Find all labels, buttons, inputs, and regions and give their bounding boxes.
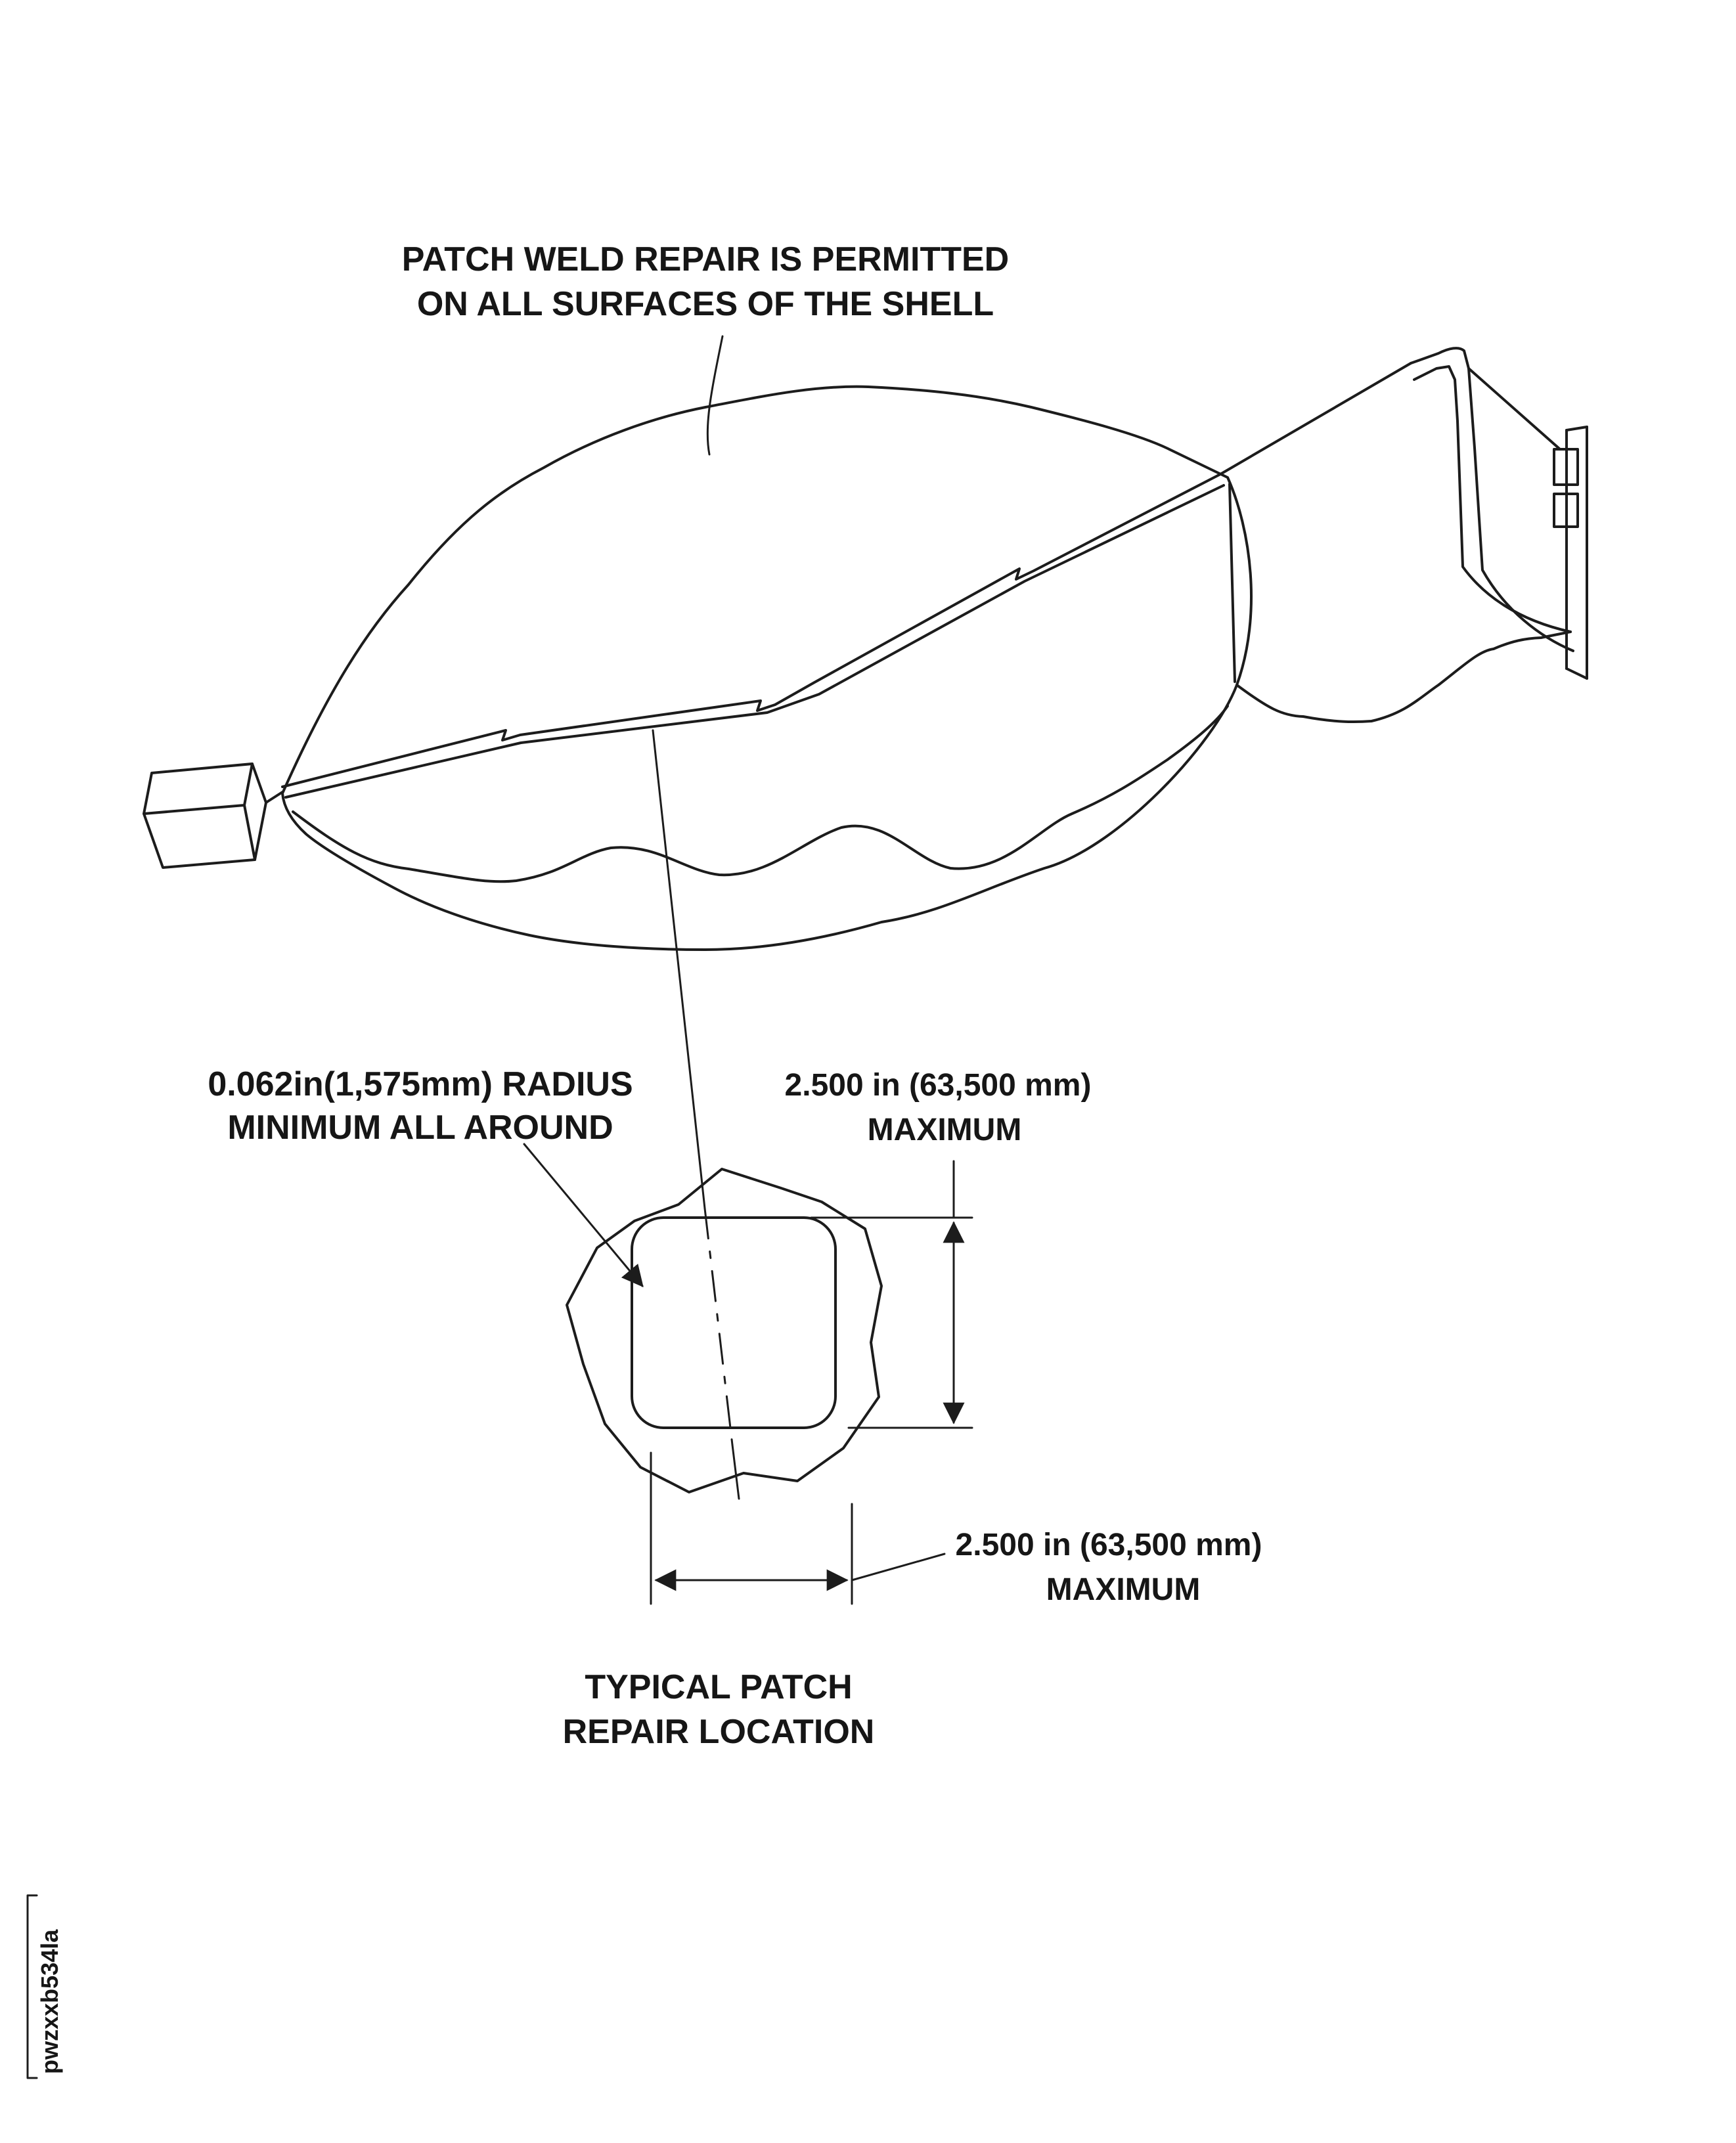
aft-flange-slot-1 — [1553, 448, 1579, 486]
shell-outline — [281, 385, 1253, 951]
radius-note-text-line2: MINIMUM ALL AROUND — [227, 1109, 613, 1147]
radius-note-text-line1: 0.062in(1,575mm) RADIUS — [208, 1065, 633, 1103]
repair-area-jagged-boundary — [566, 1168, 883, 1493]
shell-lower-wave-line — [292, 705, 1229, 883]
shell-seam-upper-line — [281, 362, 1412, 788]
forward-end-box-connector — [265, 791, 284, 804]
aft-flange-top-cap — [1565, 426, 1588, 431]
aft-bracket-web-line — [1467, 367, 1561, 451]
shell-drawing — [143, 347, 1588, 951]
detail-leader-upper — [652, 729, 706, 1210]
shell-cut-edge-line — [1228, 483, 1236, 683]
caption-text-line1: TYPICAL PATCH — [585, 1668, 852, 1706]
caption-text-line2: REPAIR LOCATION — [563, 1713, 875, 1751]
aft-flange-slot-2 — [1553, 493, 1579, 528]
shell-seam-lower-line — [284, 484, 1225, 799]
aft-bracket-outer — [1410, 347, 1574, 652]
aft-flange-bottom-cap — [1565, 667, 1588, 680]
horizontal-dim-text-line1: 2.500 in (63,500 mm) — [956, 1528, 1262, 1562]
patch-detail-view — [566, 1168, 883, 1493]
leader-lines — [523, 335, 740, 1500]
detail-leader-lower — [731, 1444, 740, 1500]
shell-callout-text-line2: ON ALL SURFACES OF THE SHELL — [417, 285, 994, 323]
detail-leader-hidden-segment — [703, 1207, 734, 1446]
diagram-labels: PATCH WELD REPAIR IS PERMITTED ON ALL SU… — [26, 240, 1262, 2079]
forward-end-box-inner-edges — [143, 762, 256, 861]
aft-lower-wave-line — [1235, 630, 1572, 724]
radius-note-leader-arrow — [523, 1143, 644, 1288]
shell-callout-text-line1: PATCH WELD REPAIR IS PERMITTED — [402, 240, 1009, 278]
figure-id-text: pwzxxb534la — [36, 1929, 63, 2074]
aft-bracket-inner — [1413, 365, 1572, 633]
horizontal-dim-text-line2: MAXIMUM — [1046, 1572, 1201, 1607]
horizontal-dim-label-leader — [851, 1553, 946, 1581]
figure-id-bracket — [26, 1894, 38, 2079]
patch-outline-rounded — [631, 1216, 837, 1429]
dimension-lines — [650, 1160, 973, 1605]
shell-callout-leader — [706, 335, 724, 456]
vertical-dim-text-line2: MAXIMUM — [868, 1113, 1022, 1147]
vertical-dim-text-line1: 2.500 in (63,500 mm) — [785, 1068, 1092, 1103]
